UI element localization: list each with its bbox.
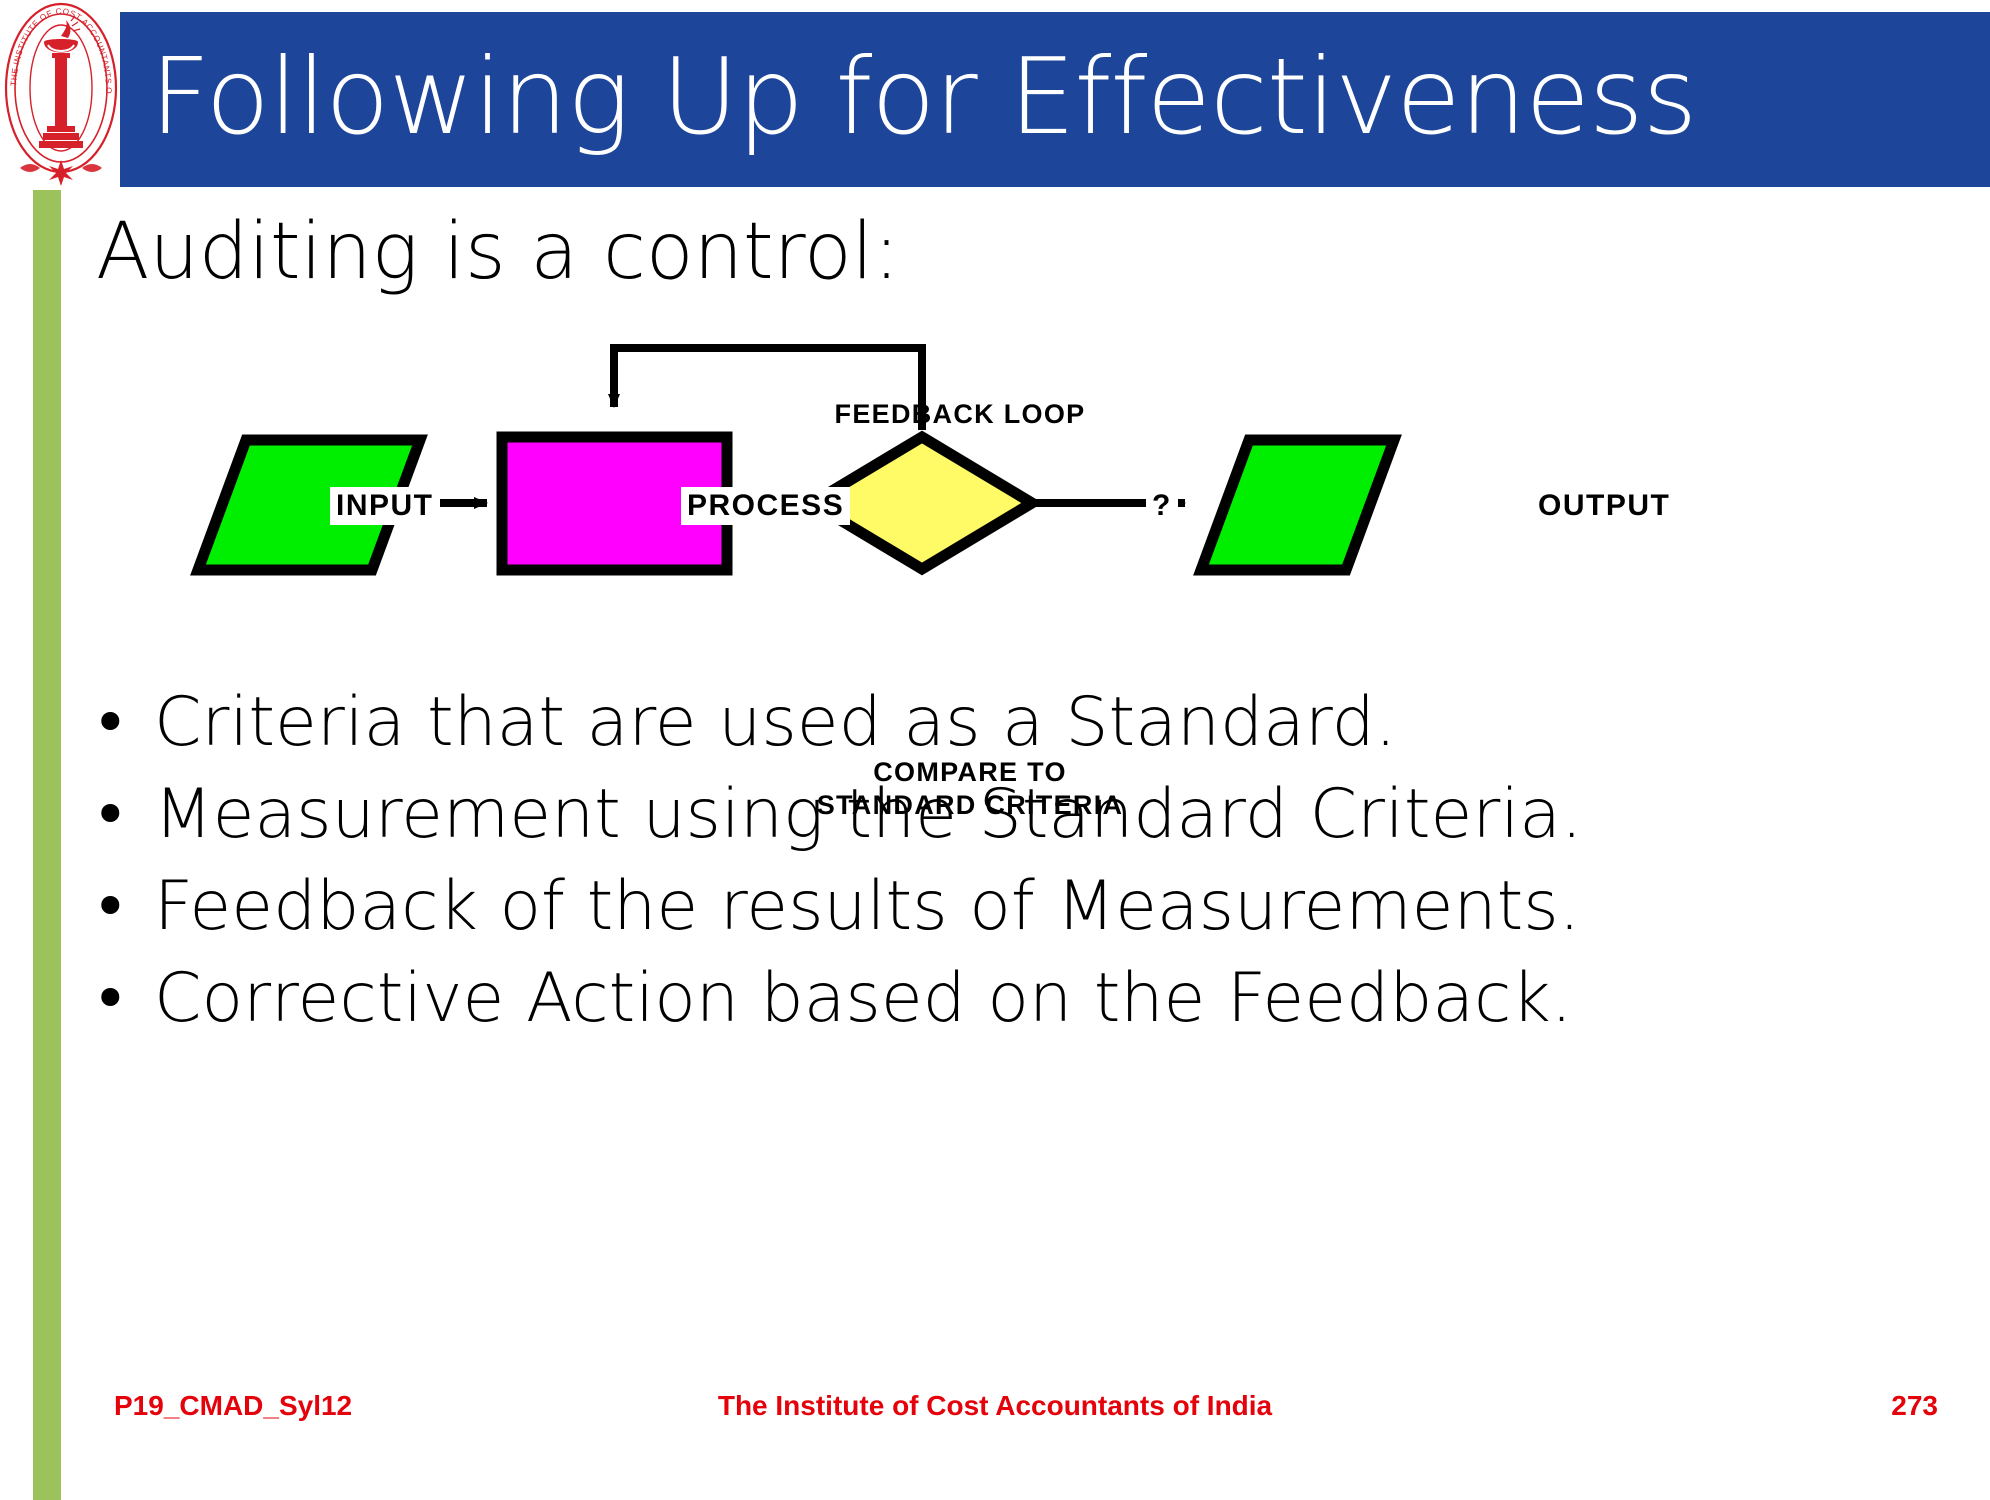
node-process-label: PROCESS — [681, 487, 851, 525]
slide-footer: P19_CMAD_Syl12 The Institute of Cost Acc… — [0, 1390, 1990, 1440]
footer-organization: The Institute of Cost Accountants of Ind… — [717, 1390, 1273, 1421]
node-decision-label: ? — [1146, 487, 1178, 525]
bullet-marker-icon: • — [92, 686, 129, 759]
bullet-marker-icon: • — [92, 962, 129, 1035]
node-input-label: INPUT — [330, 487, 440, 525]
node-output-shape — [1193, 434, 1402, 576]
bullet-text: Measurement using the Standard Criteria. — [154, 775, 1583, 854]
feedback-loop-label: FEEDBACK LOOP — [834, 399, 1086, 429]
node-output-label: OUTPUT — [1532, 487, 1677, 525]
bullet-marker-icon: • — [92, 778, 129, 851]
bullet-text: Corrective Action based on the Feedback. — [154, 959, 1573, 1038]
list-item: • Criteria that are used as a Standard. — [92, 680, 1972, 766]
node-decision-shape — [801, 430, 1043, 576]
institute-seal-icon: THE INSTITUTE OF COST ACCOUNTANTS OF IND… — [0, 0, 118, 186]
list-item: • Feedback of the results of Measurement… — [92, 864, 1972, 950]
feedback-loop-path — [608, 344, 926, 430]
left-accent-bar — [33, 190, 61, 1500]
decision-caption-line-1: COMPARE TO — [873, 757, 1067, 787]
footer-course-code: P19_CMAD_Syl12 — [114, 1390, 353, 1421]
decision-caption-line-2: STANDARD CRITERIA — [816, 790, 1124, 820]
bullet-list: • Criteria that are used as a Standard. … — [92, 680, 1972, 1048]
list-item: • Measurement using the Standard Criteri… — [92, 772, 1972, 858]
institute-logo: THE INSTITUTE OF COST ACCOUNTANTS OF IND… — [0, 0, 120, 190]
flowchart-svg — [190, 344, 1402, 576]
bullet-marker-icon: • — [92, 870, 129, 943]
footer-page-number: 273 — [1891, 1390, 1938, 1421]
title-band — [120, 12, 1990, 187]
subtitle: Auditing is a control: — [96, 207, 900, 297]
bullet-text: Criteria that are used as a Standard. — [154, 683, 1397, 762]
flowchart-diagram — [0, 0, 1990, 700]
page-title: Following Up for Effectiveness — [150, 36, 1697, 158]
bullet-text: Feedback of the results of Measurements. — [154, 867, 1581, 946]
node-input-shape — [190, 434, 428, 576]
list-item: • Corrective Action based on the Feedbac… — [92, 956, 1972, 1042]
